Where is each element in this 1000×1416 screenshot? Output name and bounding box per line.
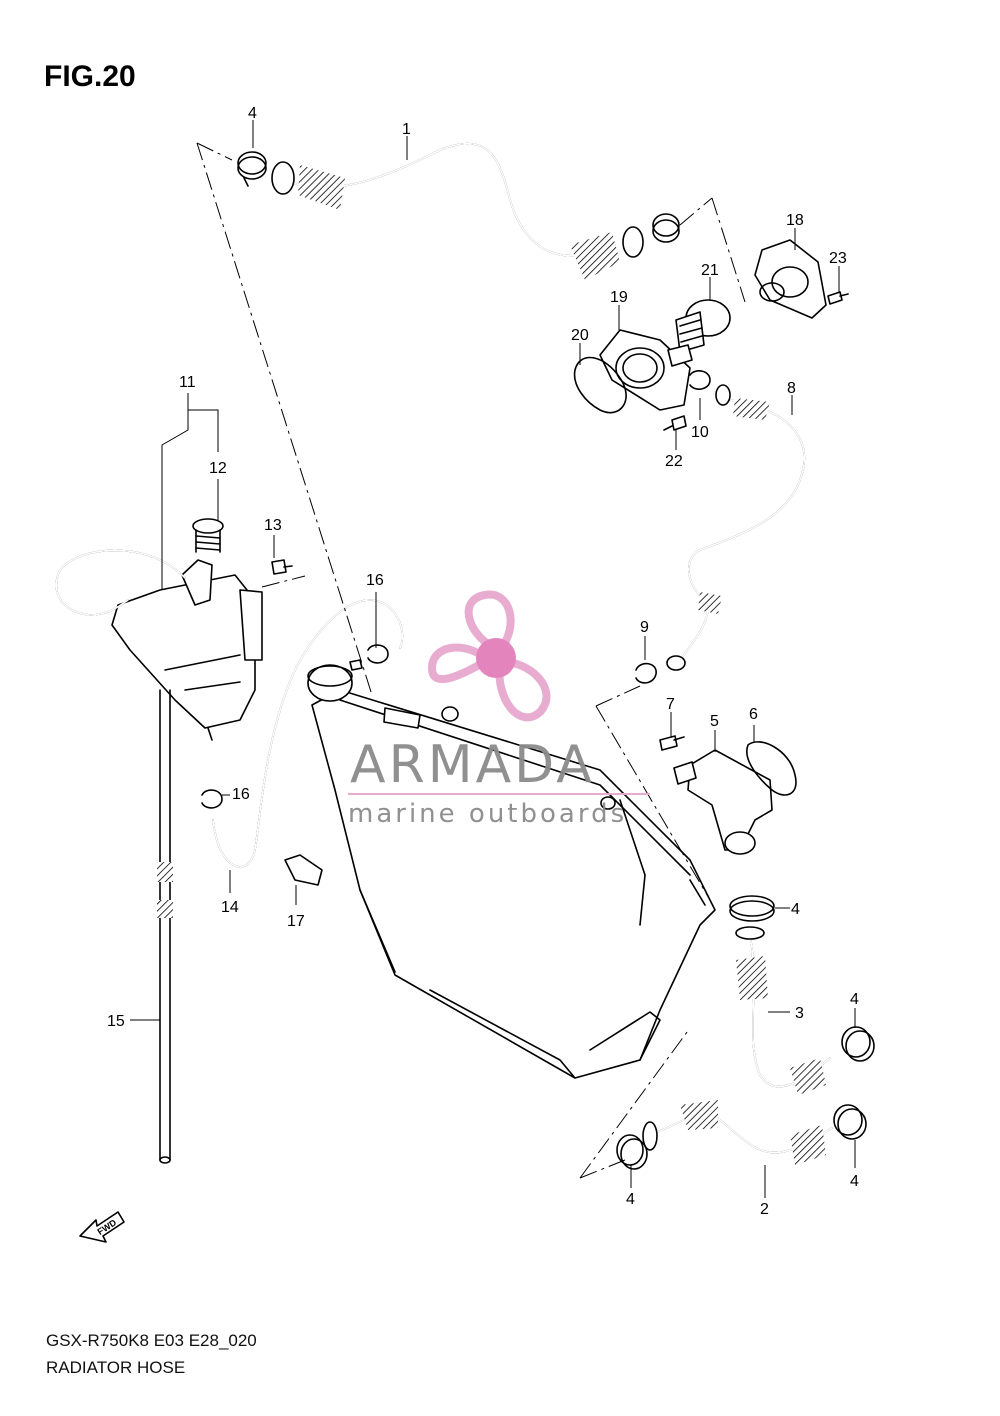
thermostat-case	[599, 329, 693, 411]
watermark: ARMADA marine outboards	[348, 590, 650, 829]
callout-6: 6	[749, 706, 758, 723]
callout-13: 13	[264, 517, 282, 534]
callout-16-lower: 16	[232, 786, 250, 803]
callout-17: 17	[287, 913, 305, 930]
clamp-17	[284, 854, 323, 886]
hose-clamp-2-left	[616, 1134, 648, 1170]
hose-clamp-mid	[729, 895, 775, 922]
callout-22: 22	[665, 453, 683, 470]
callout-numbers: 1 4 18 23 21 19 20 8 10 22 11 12 13 16 1…	[107, 105, 859, 1218]
callout-14: 14	[221, 899, 239, 916]
leader-lines	[130, 120, 856, 1198]
forward-arrow-icon: FWD	[79, 1211, 125, 1243]
footer-model-code: GSX-R750K8 E03 E28_020	[46, 1331, 257, 1350]
callout-4-top: 4	[248, 105, 257, 122]
callout-21: 21	[701, 262, 719, 279]
propeller-logo-icon	[427, 590, 551, 722]
hose-clamp-top-right	[652, 213, 680, 243]
hose-clamp-2-right	[833, 1104, 867, 1140]
overflow-pipe-loop	[55, 549, 186, 616]
callout-4-right-lower: 4	[850, 1173, 859, 1190]
callout-19: 19	[610, 289, 628, 306]
hose-2	[642, 1100, 833, 1165]
callout-4-right-upper: 4	[850, 991, 859, 1008]
callout-1: 1	[402, 121, 411, 138]
hose-8	[666, 384, 805, 671]
callout-23: 23	[829, 250, 847, 267]
watermark-subtitle: marine outboards	[348, 799, 627, 829]
o-ring-20	[573, 356, 627, 414]
callout-3: 3	[795, 1005, 804, 1022]
callout-10: 10	[691, 424, 709, 441]
thermostat-cover	[754, 239, 827, 319]
clamp-10	[689, 370, 711, 390]
assembly-lines	[196, 142, 746, 1179]
reservoir-cap	[192, 518, 224, 553]
clamp-16-upper	[367, 644, 389, 664]
water-inlet-connector	[673, 749, 773, 855]
bolt-13	[271, 559, 293, 575]
drain-hose-15	[157, 689, 173, 1164]
o-ring-6	[746, 741, 797, 796]
bolt-22	[663, 415, 687, 431]
hose-clamp-top-left	[237, 151, 267, 187]
hose-14	[212, 599, 404, 868]
clamp-9	[635, 662, 657, 684]
bolt-23	[827, 291, 849, 305]
callout-18: 18	[786, 212, 804, 229]
figure-title: FIG.20	[44, 60, 136, 93]
hose-clamp-3-right	[841, 1026, 875, 1062]
callout-12: 12	[209, 460, 227, 477]
hose-3	[735, 926, 831, 1095]
callout-4-bottom-left: 4	[626, 1191, 635, 1208]
footer-diagram-name: RADIATOR HOSE	[46, 1358, 186, 1377]
clamp-16-lower	[201, 789, 223, 809]
callout-7: 7	[666, 696, 675, 713]
thermostat	[675, 299, 731, 353]
bolt-7	[659, 735, 685, 751]
callout-15: 15	[107, 1013, 125, 1030]
watermark-brand: ARMADA	[350, 735, 595, 795]
callout-2: 2	[760, 1201, 769, 1218]
callout-20: 20	[571, 327, 589, 344]
callout-5: 5	[710, 713, 719, 730]
upper-radiator-hose	[271, 142, 644, 280]
callout-11: 11	[179, 374, 196, 391]
reservoir-tank	[111, 559, 263, 741]
callout-9: 9	[640, 619, 649, 636]
callout-8: 8	[787, 380, 796, 397]
callout-4-mid: 4	[791, 901, 800, 918]
radiator	[307, 659, 716, 1079]
callout-16-upper: 16	[366, 572, 384, 589]
